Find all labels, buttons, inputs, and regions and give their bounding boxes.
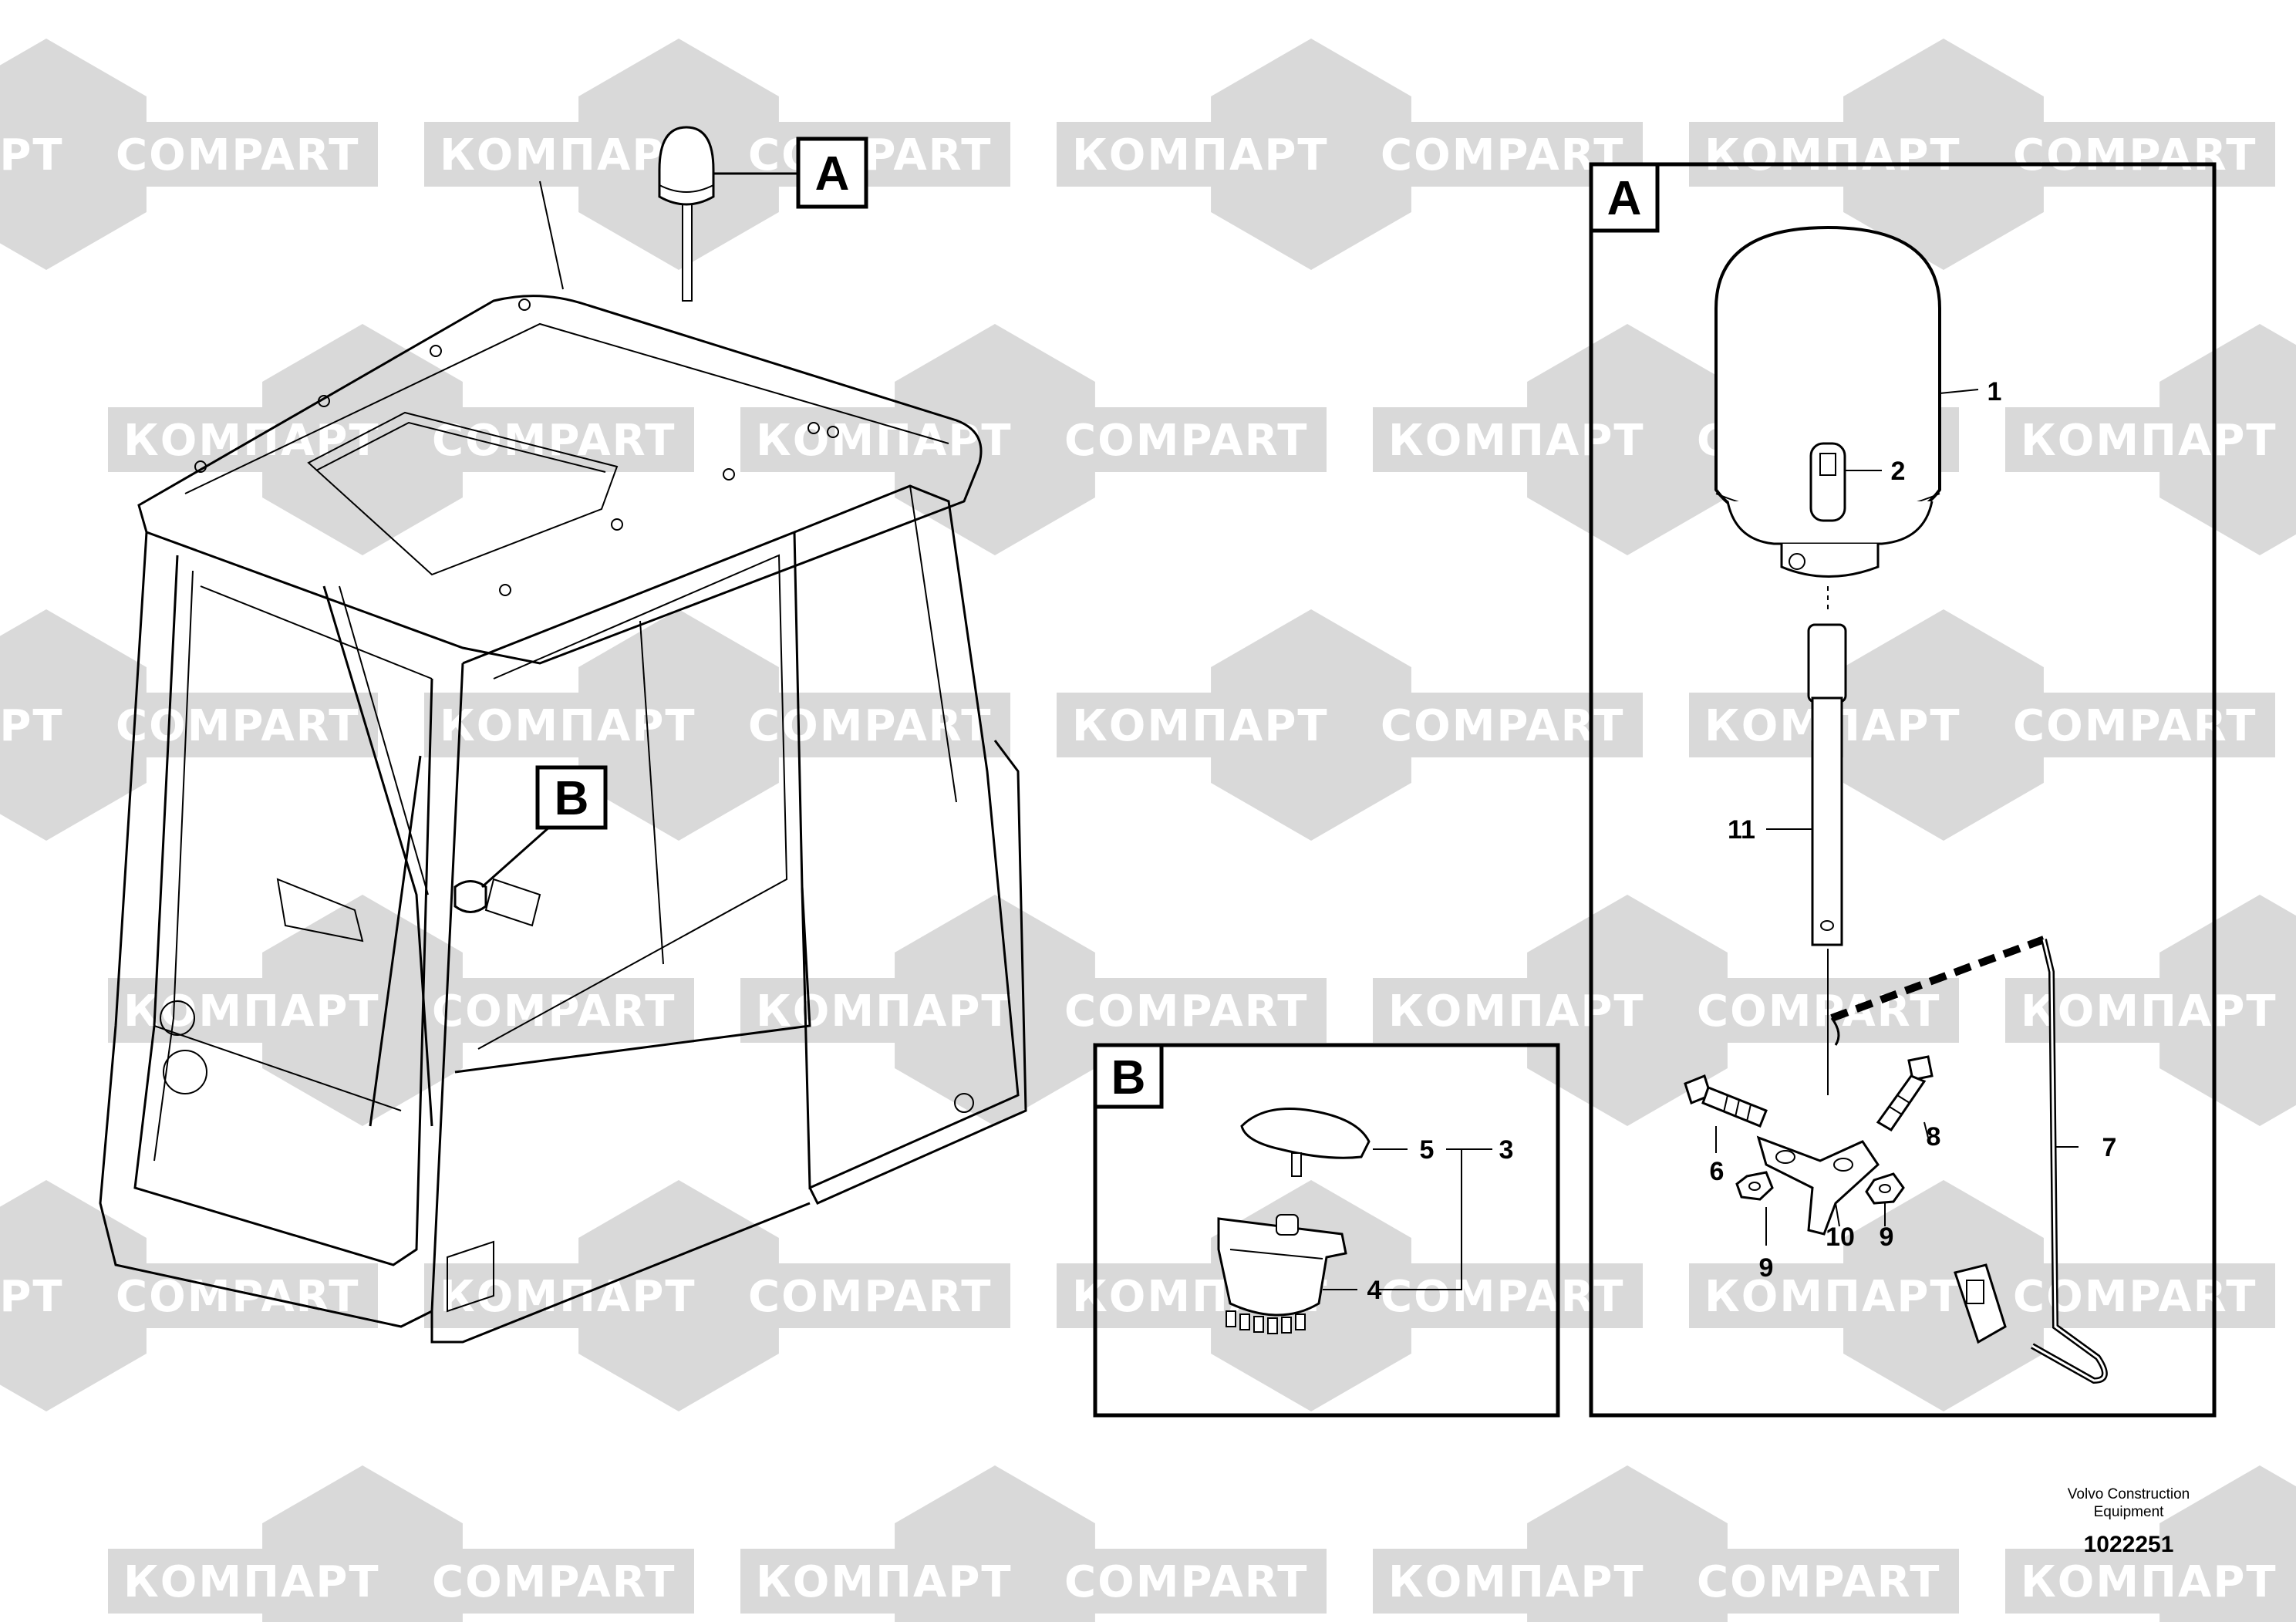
watermark-text: КОМПАРТ [756, 986, 1013, 1037]
watermark-text: КОМПАРТ [0, 1272, 64, 1322]
tag-b: B [535, 765, 608, 830]
watermark-band [2005, 407, 2296, 472]
bolt-8 [1876, 1055, 1934, 1132]
watermark-text: КОМПАРТ [1072, 130, 1329, 180]
watermark-band [0, 122, 378, 187]
callout-9-left: 9 [1759, 1253, 1774, 1283]
watermark-text: КОМПАРТ [1388, 416, 1645, 466]
watermark-text: COMPART [432, 416, 676, 466]
watermark-band [1689, 122, 2275, 187]
watermark-text: COMPART [1064, 416, 1308, 466]
tag-a: A [796, 137, 868, 209]
cab-illustration [99, 126, 1027, 1344]
beacon-dome [1714, 225, 1941, 578]
detail-a-panel: A [1589, 162, 2217, 1418]
watermark-band [1373, 1549, 1959, 1614]
watermark-text: КОМПАРТ [0, 701, 64, 751]
mounting-pole [1807, 586, 1847, 1095]
callout-5: 5 [1420, 1135, 1435, 1165]
watermark-text: КОМПАРТ [440, 130, 696, 180]
watermark-text: COMPART [748, 701, 992, 751]
watermark-band [108, 1549, 694, 1614]
watermark-band [1689, 693, 2275, 757]
watermark-text: КОМПАРТ [2021, 986, 2277, 1037]
bulb [1809, 442, 1846, 522]
watermark-text: COMPART [116, 130, 359, 180]
callout-3: 3 [1499, 1135, 1514, 1165]
watermark-text: COMPART [1064, 1557, 1308, 1607]
watermark-text: КОМПАРТ [123, 986, 380, 1037]
watermark-text: КОМПАРТ [756, 1557, 1013, 1607]
callout-1: 1 [1988, 377, 2002, 406]
watermark-band [0, 1263, 378, 1328]
watermark-text: КОМПАРТ [2021, 1557, 2277, 1607]
watermark-text: COMPART [748, 1272, 992, 1322]
watermark-text: COMPART [748, 130, 992, 180]
switch-terminals [1226, 1310, 1306, 1334]
watermark-text: COMPART [116, 1272, 359, 1322]
watermark-text: COMPART [432, 1557, 676, 1607]
watermark-text: КОМПАРТ [0, 130, 64, 180]
rocker-cap [1240, 1108, 1371, 1177]
callout-10: 10 [1826, 1222, 1855, 1252]
detail-b-panel: B 5 3 4 [1093, 1043, 1560, 1418]
callout-2: 2 [1891, 457, 1906, 486]
watermark-band [108, 978, 694, 1043]
callout-4: 4 [1367, 1276, 1382, 1305]
detail-b-label: B [1111, 1051, 1146, 1104]
detail-a-label: A [1607, 172, 1642, 225]
callout-8: 8 [1927, 1122, 1941, 1152]
watermark-text: КОМПАРТ [440, 701, 696, 751]
roof-beacon [658, 126, 715, 302]
callout-9-right: 9 [1880, 1222, 1894, 1252]
watermark-text: КОМПАРТ [2021, 416, 2277, 466]
watermark-text: COMPART [1381, 1272, 1624, 1322]
watermark-band [1057, 122, 1643, 187]
tag-a-text: A [815, 147, 850, 201]
bolt-6 [1684, 1074, 1768, 1128]
watermark-band [2005, 1549, 2296, 1614]
watermark-band [0, 693, 378, 757]
watermark-band [1057, 1263, 1643, 1328]
watermark-text: КОМПАРТ [1072, 701, 1329, 751]
company-line-1: Volvo Construction [2068, 1486, 2190, 1502]
watermark-text: COMPART [432, 986, 676, 1037]
switch-body [1217, 1214, 1347, 1334]
bracket [1756, 1135, 1880, 1236]
watermark-text: КОМПАРТ [1704, 1272, 1961, 1322]
watermark-band [740, 407, 1327, 472]
watermark-text: КОМПАРТ [1388, 1557, 1645, 1607]
watermark-text: КОМПАРТ [1388, 986, 1645, 1037]
cable-harness [1954, 939, 2108, 1384]
title-block: Volvo Construction Equipment 1022251 [2068, 1486, 2190, 1557]
watermark-text: КОМПАРТ [756, 416, 1013, 466]
watermark-text: КОМПАРТ [1704, 130, 1961, 180]
callout-6: 6 [1710, 1157, 1725, 1186]
watermark-band [1057, 693, 1643, 757]
tag-b-text: B [555, 772, 589, 825]
drawing-number: 1022251 [2084, 1532, 2174, 1557]
watermark-text: КОМПАРТ [123, 1557, 380, 1607]
watermark-band [740, 1549, 1327, 1614]
watermark-text: COMPART [1697, 1557, 1940, 1607]
company-line-2: Equipment [2094, 1504, 2165, 1520]
watermark-band [740, 978, 1327, 1043]
watermark-band [424, 693, 1010, 757]
watermark-text: COMPART [116, 701, 359, 751]
watermark-text: КОМПАРТ [440, 1272, 696, 1322]
watermark-text: COMPART [1064, 986, 1308, 1037]
cab-switch-location [453, 880, 487, 913]
callout-11: 11 [1728, 815, 1755, 845]
nut-9-left [1735, 1171, 1774, 1201]
callout-7: 7 [2102, 1133, 2117, 1162]
nut-9-right [1865, 1172, 1905, 1205]
watermark-text: COMPART [1697, 986, 1940, 1037]
watermark-text: COMPART [1381, 701, 1624, 751]
watermark-text: COMPART [1381, 130, 1624, 180]
watermark-band [424, 122, 1010, 187]
roof-bolts [194, 298, 839, 596]
